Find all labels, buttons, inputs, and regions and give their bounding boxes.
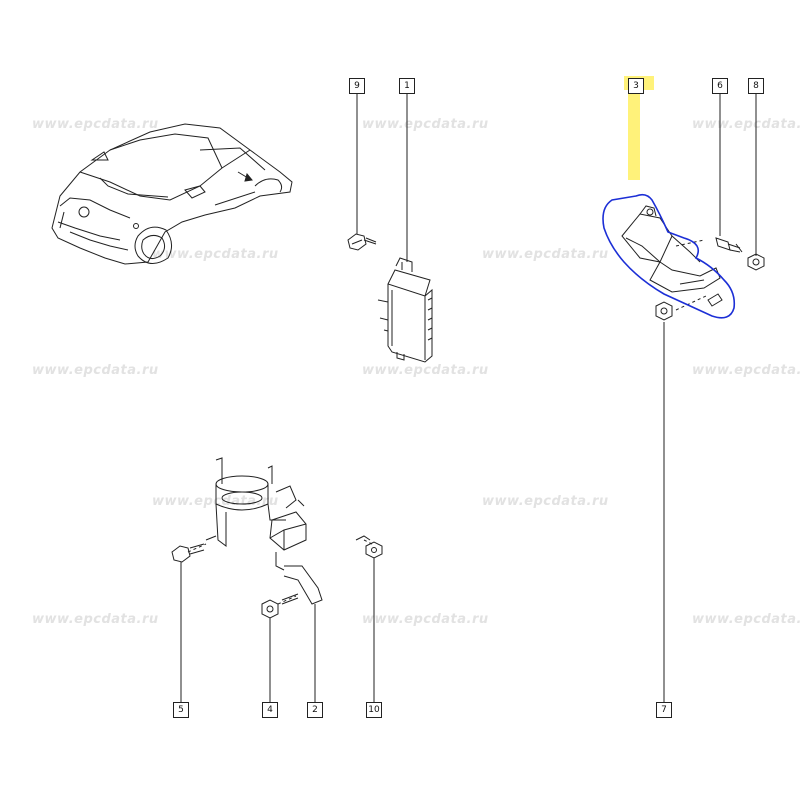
callout-5[interactable]: 5: [173, 702, 189, 718]
car-outline-icon: [51, 123, 293, 265]
hand-drawn-circle-marker: [602, 193, 736, 319]
screw-icon: [171, 535, 217, 563]
screw-icon: [355, 535, 383, 559]
watermark: www.epcdata.ru: [32, 117, 159, 132]
watermark: www.epcdata.ru: [482, 494, 609, 509]
height-sensor-icon: [621, 205, 723, 307]
callout-8[interactable]: 8: [748, 78, 764, 94]
watermark: www.epcdata.ru: [362, 363, 489, 378]
watermark: www.epcdata.ru: [152, 494, 279, 509]
screw-icon: [347, 233, 377, 251]
nut-icon: [747, 253, 765, 271]
nut-icon: [261, 593, 299, 619]
watermark: www.epcdata.ru: [692, 117, 800, 132]
callout-3[interactable]: 3: [628, 78, 644, 94]
watermark: www.epcdata.ru: [482, 247, 609, 262]
watermark: www.epcdata.ru: [692, 363, 800, 378]
location-arrow-icon: [133, 171, 253, 229]
highlight-marker: [628, 88, 640, 180]
watermark: www.epcdata.ru: [32, 612, 159, 627]
height-sensor-icon: [215, 457, 323, 605]
watermark: www.epcdata.ru: [362, 612, 489, 627]
callout-10[interactable]: 10: [366, 702, 382, 718]
callout-1[interactable]: 1: [399, 78, 415, 94]
callout-6[interactable]: 6: [712, 78, 728, 94]
watermark: www.epcdata.ru: [362, 117, 489, 132]
nut-icon: [655, 301, 673, 321]
bolt-icon: [715, 237, 743, 253]
watermark: www.epcdata.ru: [692, 612, 800, 627]
watermark: www.epcdata.ru: [32, 363, 159, 378]
callout-2[interactable]: 2: [307, 702, 323, 718]
electronic-module-icon: [377, 257, 433, 363]
watermark: www.epcdata.ru: [152, 247, 279, 262]
callout-4[interactable]: 4: [262, 702, 278, 718]
callout-9[interactable]: 9: [349, 78, 365, 94]
callout-7[interactable]: 7: [656, 702, 672, 718]
